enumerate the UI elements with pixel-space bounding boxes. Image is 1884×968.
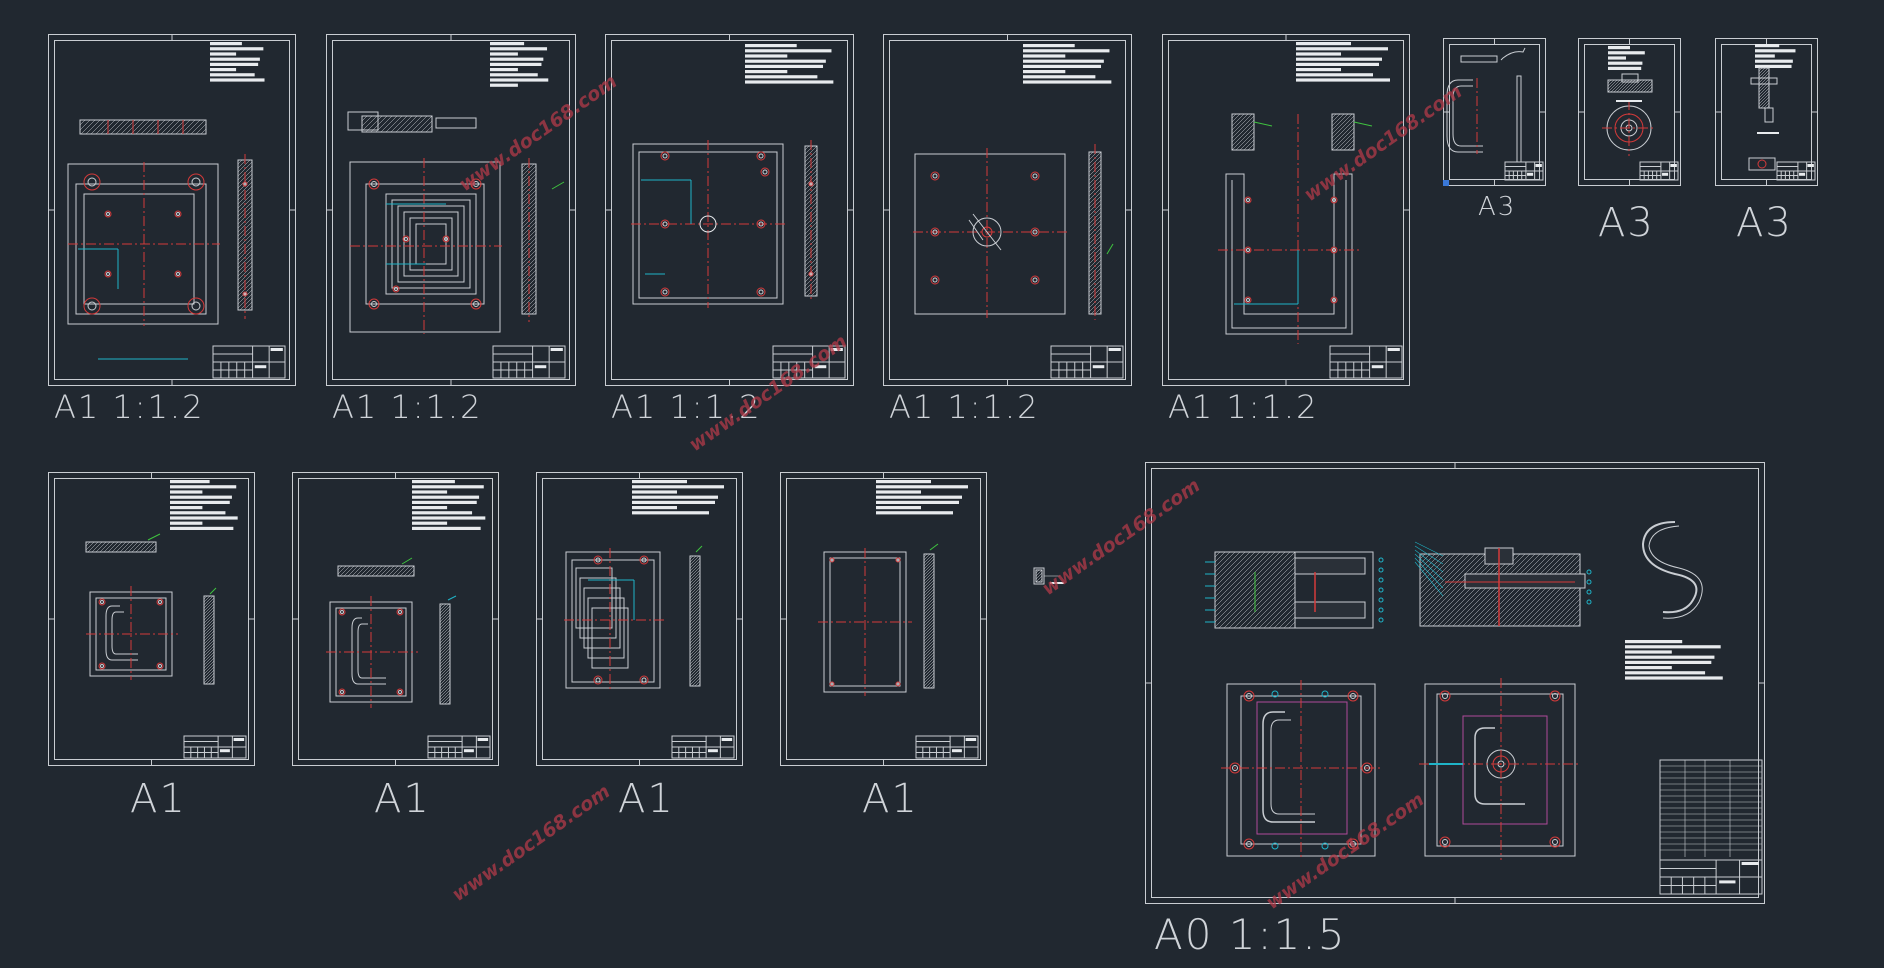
sheet-label-s2: A1 1:1.2 bbox=[332, 388, 483, 426]
sheet-drawing bbox=[883, 34, 1132, 386]
sheet-label-s1: A1 1:1.2 bbox=[54, 388, 205, 426]
sheet-drawing bbox=[536, 472, 743, 766]
sheet-label-s9: A1 bbox=[130, 776, 187, 822]
watermark-text: www.doc168.com bbox=[448, 780, 615, 907]
sheet-label-s4: A1 1:1.2 bbox=[889, 388, 1040, 426]
detail-drawing bbox=[1033, 567, 1064, 585]
sheet-drawing bbox=[48, 34, 296, 386]
sheet-drawing bbox=[605, 34, 854, 386]
drawing-sheet-s13[interactable] bbox=[1145, 462, 1765, 904]
sheet-frame bbox=[298, 478, 493, 760]
sheet-frame bbox=[54, 478, 249, 760]
drawing-sheet-s8[interactable] bbox=[1715, 38, 1818, 186]
sheet-frame bbox=[1584, 44, 1675, 180]
sheet-frame bbox=[889, 40, 1126, 380]
sheet-frame bbox=[1151, 468, 1759, 898]
sheet-frame bbox=[1168, 40, 1404, 380]
drawing-sheet-s11[interactable] bbox=[536, 472, 743, 766]
sheet-frame bbox=[332, 40, 570, 380]
sheet-drawing bbox=[1443, 38, 1546, 186]
detail-fragment[interactable] bbox=[1030, 562, 1070, 602]
sheet-label-s7: A3 bbox=[1598, 200, 1655, 246]
sheet-label-s6: A3 bbox=[1478, 192, 1517, 222]
drawing-sheet-s12[interactable] bbox=[780, 472, 987, 766]
sheet-label-s12: A1 bbox=[862, 776, 919, 822]
sheet-drawing bbox=[1578, 38, 1681, 186]
sheet-frame bbox=[786, 478, 981, 760]
sheet-label-s13: A0 1:1.5 bbox=[1154, 910, 1347, 959]
drawing-sheet-s6[interactable] bbox=[1443, 38, 1546, 186]
sheet-frame bbox=[54, 40, 290, 380]
sheet-drawing bbox=[1162, 34, 1410, 386]
sheet-label-s11: A1 bbox=[618, 776, 675, 822]
drawing-sheet-s4[interactable] bbox=[883, 34, 1132, 386]
sheet-label-s10: A1 bbox=[374, 776, 431, 822]
drawing-sheet-s10[interactable] bbox=[292, 472, 499, 766]
sheet-drawing bbox=[1715, 38, 1818, 186]
drawing-sheet-s7[interactable] bbox=[1578, 38, 1681, 186]
sheet-label-s5: A1 1:1.2 bbox=[1168, 388, 1319, 426]
sheet-label-s8: A3 bbox=[1736, 200, 1793, 246]
drawing-sheet-s1[interactable] bbox=[48, 34, 296, 386]
sheet-drawing bbox=[292, 472, 499, 766]
sheet-frame bbox=[542, 478, 737, 760]
drawing-sheet-s9[interactable] bbox=[48, 472, 255, 766]
sheet-drawing bbox=[326, 34, 576, 386]
drawing-sheet-s2[interactable] bbox=[326, 34, 576, 386]
sheet-drawing bbox=[1145, 462, 1765, 904]
sheet-drawing bbox=[780, 472, 987, 766]
drawing-sheet-s5[interactable] bbox=[1162, 34, 1410, 386]
sheet-drawing bbox=[48, 472, 255, 766]
sheet-frame bbox=[611, 40, 848, 380]
drawing-sheet-s3[interactable] bbox=[605, 34, 854, 386]
sheet-label-s3: A1 1:1.2 bbox=[611, 388, 762, 426]
sheet-frame bbox=[1449, 44, 1540, 180]
